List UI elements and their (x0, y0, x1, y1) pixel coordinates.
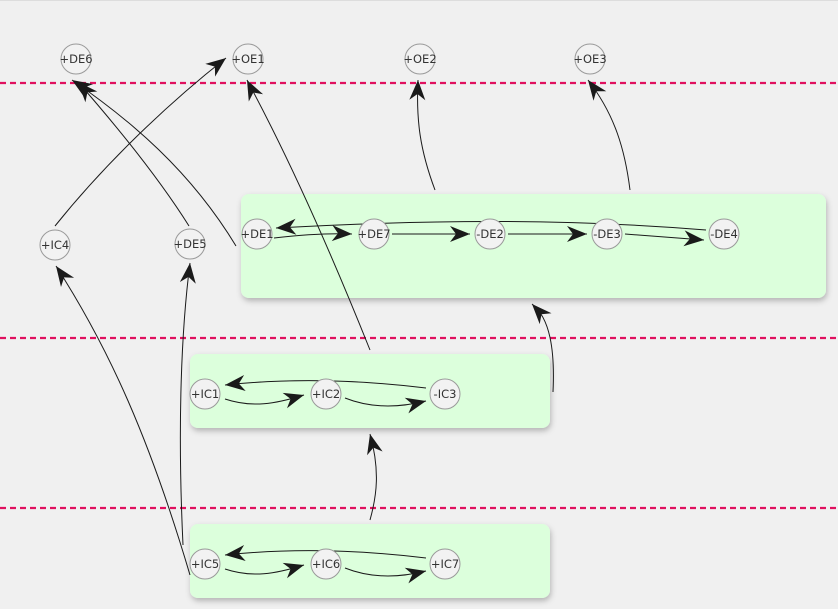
arrowhead-de7-to-de2 (450, 226, 470, 242)
arrowhead-ic1-to-ic2 (282, 392, 304, 409)
node-circle-de5[interactable] (174, 228, 206, 260)
arrowhead-ic5-to-ic4 (56, 266, 75, 287)
node-circle-de6[interactable] (60, 43, 92, 75)
node-label-oe3: +OE3 (573, 52, 606, 66)
node-circle-oe2[interactable] (404, 43, 436, 75)
arrowhead-ic2-to-oe1 (247, 80, 264, 102)
arrowhead-ic6-to-ic2 (367, 434, 383, 456)
node-circle-de1[interactable] (241, 218, 273, 250)
group-ic-middle[interactable] (190, 354, 550, 428)
arrowhead-ic3-to-de (532, 304, 552, 325)
node-de1[interactable]: +DE1 (240, 218, 274, 250)
group-de[interactable] (241, 194, 826, 298)
arrowhead-ic2-to-ic3 (404, 397, 426, 414)
node-label-ic7: +IC7 (431, 557, 459, 571)
node-ic3[interactable]: -IC3 (429, 378, 461, 410)
node-circle-ic7[interactable] (429, 548, 461, 580)
node-circle-ic6[interactable] (310, 548, 342, 580)
group-ic-bottom[interactable] (190, 524, 550, 598)
node-oe2[interactable]: +OE2 (403, 43, 437, 75)
edge-ic5-to-ic4[interactable] (55, 265, 191, 576)
node-ic4[interactable]: +IC4 (39, 229, 71, 261)
node-label-de1: +DE1 (240, 227, 273, 241)
node-label-oe2: +OE2 (403, 52, 436, 66)
node-label-de2: -DE2 (476, 227, 504, 241)
node-de6[interactable]: +DE6 (59, 43, 93, 75)
node-label-de4: -DE4 (710, 227, 738, 241)
node-ic1[interactable]: +IC1 (189, 378, 221, 410)
node-circle-de2[interactable] (474, 218, 506, 250)
edge-de-to-oe2[interactable] (417, 79, 436, 191)
edge-de5-to-de6[interactable] (77, 81, 190, 227)
node-ic7[interactable]: +IC7 (429, 548, 461, 580)
node-label-ic2: +IC2 (312, 387, 340, 401)
node-ic6[interactable]: +IC6 (310, 548, 342, 580)
arrowhead-ic4-to-oe1 (205, 58, 226, 77)
node-circle-ic1[interactable] (189, 378, 221, 410)
node-circle-ic3[interactable] (429, 378, 461, 410)
edge-ic2-to-oe1[interactable] (246, 79, 371, 351)
node-label-oe1: +OE1 (231, 52, 264, 66)
node-de7[interactable]: +DE7 (357, 218, 391, 250)
arrowhead-de1-to-de7 (331, 225, 352, 242)
arrowhead-de4-to-de1 (276, 218, 297, 235)
node-circle-de3[interactable] (591, 218, 623, 250)
node-circle-de7[interactable] (358, 218, 390, 250)
node-label-ic3: -IC3 (434, 387, 457, 401)
arrowhead-de-to-oe3 (588, 80, 607, 101)
node-ic2[interactable]: +IC2 (310, 378, 342, 410)
edge-de1-to-de6[interactable] (71, 79, 237, 247)
node-oe1[interactable]: +OE1 (231, 43, 265, 75)
arrowhead-de2-to-de3 (567, 226, 587, 242)
nodes-layer: +DE6 +OE1 +OE2 +OE3 +IC4 +DE5 +DE1 +DE7 -DE2 -DE3… (39, 43, 740, 580)
node-label-de5: +DE5 (173, 237, 206, 251)
node-label-ic1: +IC1 (191, 387, 219, 401)
node-label-ic4: +IC4 (41, 238, 69, 252)
arrowhead-ic3-to-ic1 (225, 375, 246, 391)
node-de4[interactable]: -DE4 (708, 218, 740, 250)
node-label-ic5: +IC5 (191, 557, 219, 571)
node-de2[interactable]: -DE2 (474, 218, 506, 250)
node-circle-oe3[interactable] (574, 43, 606, 75)
node-oe3[interactable]: +OE3 (573, 43, 607, 75)
node-de5[interactable]: +DE5 (173, 228, 207, 260)
node-circle-ic4[interactable] (39, 229, 71, 261)
arrowhead-ic5-to-ic6 (282, 562, 304, 579)
edge-ic4-to-oe1[interactable] (54, 57, 227, 227)
node-circle-ic2[interactable] (310, 378, 342, 410)
arrowhead-de3-to-de4 (683, 230, 704, 247)
arrowhead-de1-to-de6 (72, 80, 94, 98)
node-label-ic6: +IC6 (312, 557, 340, 571)
node-de3[interactable]: -DE3 (591, 218, 623, 250)
arrowhead-ic7-to-ic5 (225, 545, 246, 561)
edge-ic5-to-de5[interactable] (179, 262, 191, 546)
node-label-de3: -DE3 (593, 227, 621, 241)
node-ic5[interactable]: +IC5 (189, 548, 221, 580)
node-label-de7: +DE7 (357, 227, 390, 241)
node-circle-de4[interactable] (708, 218, 740, 250)
node-circle-oe1[interactable] (232, 43, 264, 75)
node-label-de6: +DE6 (59, 52, 92, 66)
arrowhead-ic5-to-de5 (179, 263, 196, 284)
node-circle-ic5[interactable] (189, 548, 221, 580)
arrowhead-de-to-oe2 (409, 80, 426, 101)
edges-layer (54, 57, 707, 584)
arrowhead-ic6-to-ic7 (404, 567, 426, 584)
